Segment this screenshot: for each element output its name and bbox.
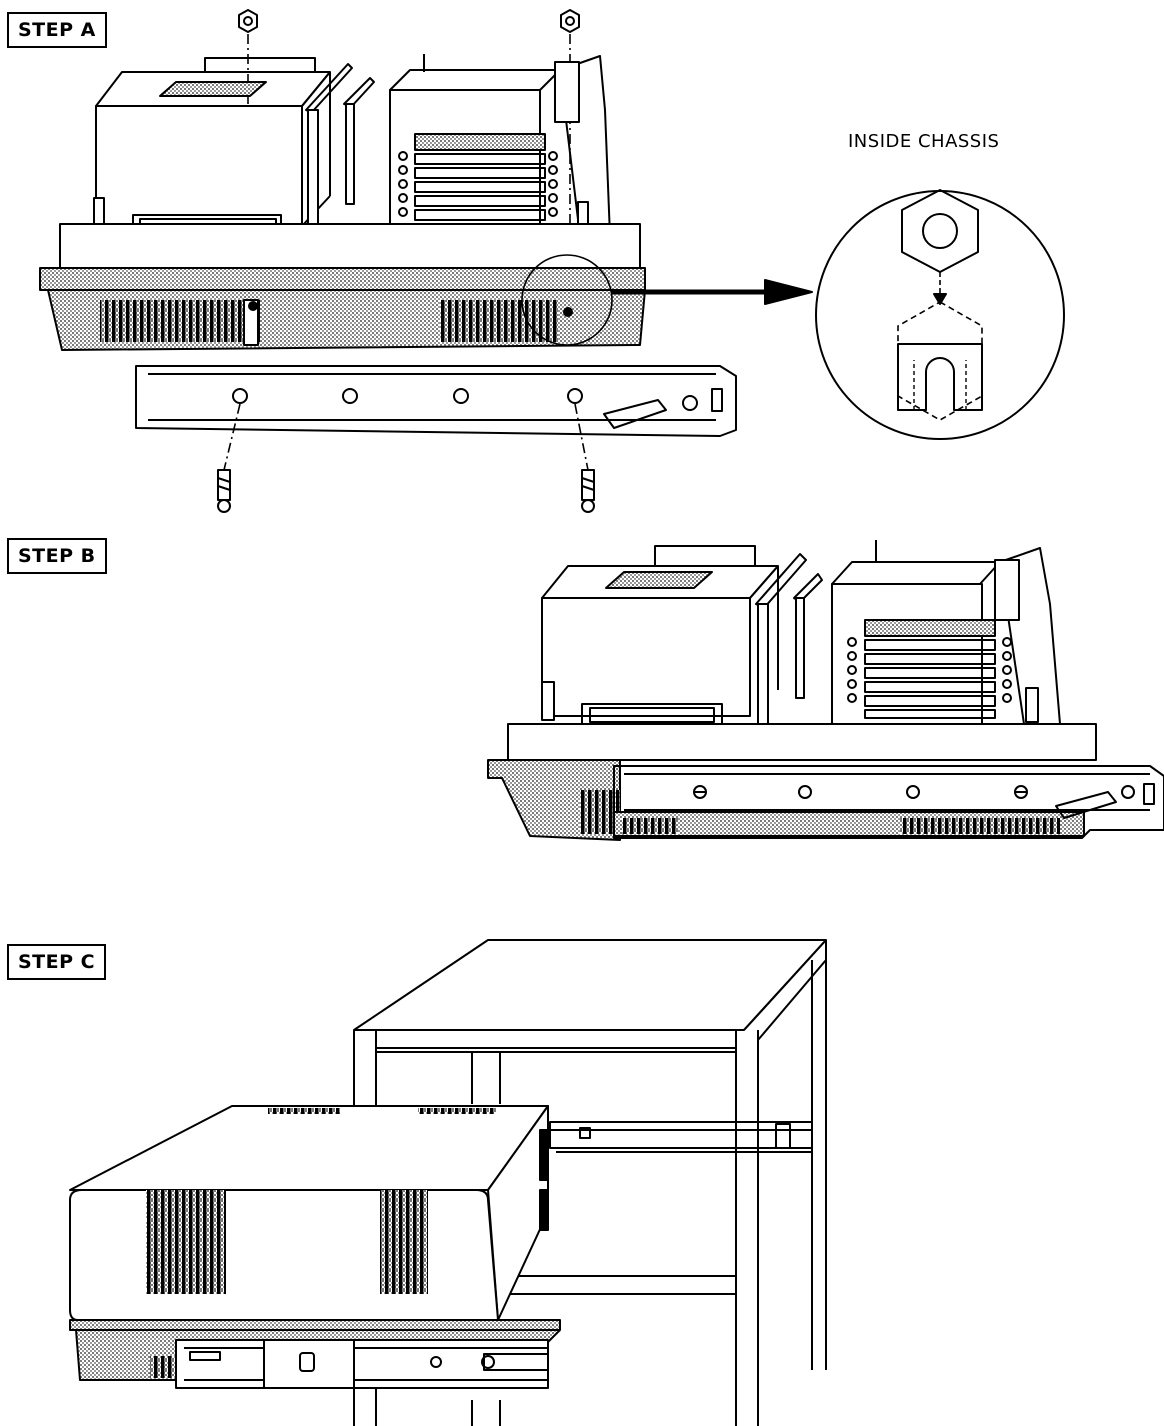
step-b-chassis — [487, 540, 1164, 841]
screw-icon — [217, 469, 231, 513]
screw-icon — [581, 469, 595, 513]
inside-chassis-detail — [815, 189, 1065, 440]
nut-icon — [560, 9, 580, 33]
step-a-chassis — [39, 9, 813, 513]
nut-icon — [238, 9, 258, 33]
step-c-label: STEP C — [7, 944, 107, 980]
step-c-chassis — [69, 1105, 561, 1389]
inside-chassis-label: INSIDE CHASSIS — [848, 131, 1000, 152]
step-b-label: STEP B — [7, 538, 107, 574]
step-a-label: STEP A — [7, 12, 107, 48]
hex-nut-icon — [901, 189, 979, 273]
